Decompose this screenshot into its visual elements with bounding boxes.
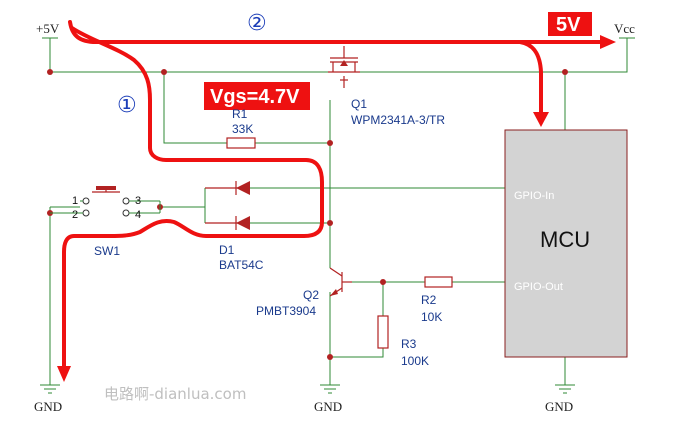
- vcc-label: Vcc: [614, 21, 635, 36]
- path-two-marker: ②: [247, 11, 267, 36]
- sw1-pin-3: 3: [135, 195, 141, 207]
- q1-part: WPM2341A-3/TR: [351, 113, 445, 127]
- gnd-left-symbol: [40, 384, 60, 394]
- r2-resistor: [424, 276, 453, 288]
- q2-ref: Q2: [303, 288, 319, 302]
- q2-part: PMBT3904: [256, 304, 316, 318]
- gnd-left-label: GND: [34, 399, 62, 414]
- r2-value: 10K: [421, 310, 442, 324]
- d1-ref: D1: [219, 243, 235, 257]
- five-v-callout: 5V: [556, 14, 581, 36]
- current-path-one: [57, 26, 324, 382]
- r3-resistor: [377, 315, 389, 349]
- gpio-in-label: GPIO-In: [514, 190, 554, 202]
- r1-resistor: [226, 137, 256, 149]
- mcu-label: MCU: [540, 227, 590, 252]
- gnd-mid-symbol: [320, 375, 340, 394]
- five-v-callout-box: [548, 12, 592, 36]
- mcu-block: MCU GPIO-In GPIO-Out: [504, 129, 628, 358]
- sw1-pin-1: 1: [72, 195, 78, 207]
- sw1-ref: SW1: [94, 244, 120, 258]
- vgs-callout-box: [204, 82, 310, 110]
- gnd-right-label: GND: [545, 399, 573, 414]
- q1-pmos-symbol: [328, 46, 360, 88]
- d1-part: BAT54C: [219, 258, 264, 272]
- plus5v-label: +5V: [36, 21, 60, 36]
- path-one-marker: ①: [117, 93, 137, 118]
- r2-ref: R2: [421, 293, 437, 307]
- gpio-out-label: GPIO-Out: [514, 281, 563, 293]
- vgs-callout: Vgs=4.7V: [210, 86, 300, 108]
- junctions: [47, 69, 568, 360]
- q1-ref: Q1: [351, 97, 367, 111]
- q2-npn-symbol: [329, 267, 352, 297]
- r3-value: 100K: [401, 354, 429, 368]
- sw1-switch: [50, 186, 161, 217]
- gnd-right-symbol: [555, 384, 575, 394]
- r1-ref: R1: [232, 107, 248, 121]
- sw1-pin-4: 4: [135, 209, 141, 221]
- r3-ref: R3: [401, 337, 417, 351]
- gnd-mid-label: GND: [314, 399, 342, 414]
- r1-value: 33K: [232, 122, 253, 136]
- sw1-pin-2: 2: [72, 209, 78, 221]
- power-symbols: [40, 37, 635, 394]
- d1-diode-pair: [205, 181, 250, 230]
- watermark-text: 电路啊-dianlua.com: [104, 385, 246, 403]
